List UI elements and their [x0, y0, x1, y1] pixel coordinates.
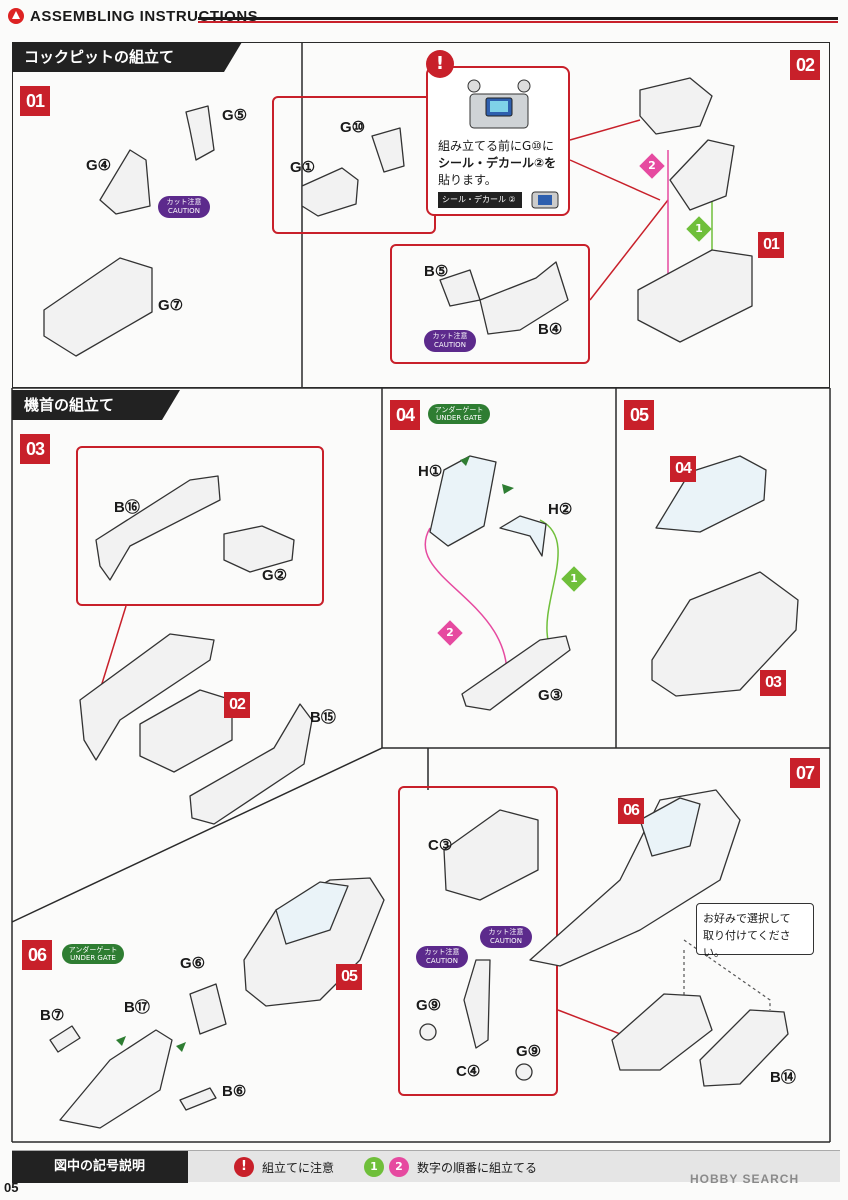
- caution-icon: !: [234, 1157, 254, 1177]
- brand-logo-icon: [8, 8, 24, 24]
- step-04: 04: [390, 400, 420, 430]
- cut-caution-badge: カット注意 CAUTION: [424, 330, 476, 352]
- sequence-marker-1: 1: [686, 216, 712, 242]
- part-g2: G②: [262, 567, 288, 584]
- part-g4: G④: [86, 157, 112, 174]
- caution-note: ! 組み立てる前にG⑩に シール・デカール②を 貼ります。 シール・デカール ②: [426, 50, 570, 216]
- order-one-icon: 1: [364, 1157, 384, 1177]
- under-gate-badge: アンダーゲート UNDER GATE: [62, 944, 124, 964]
- section-cockpit-label: コックピットの組立て: [12, 42, 242, 72]
- callout-pilot: [390, 244, 590, 364]
- under-gate-badge: アンダーゲート UNDER GATE: [428, 404, 490, 424]
- sequence-marker-2: 2: [639, 153, 665, 179]
- part-h2: H②: [548, 501, 573, 518]
- subassembly-04: 04: [670, 456, 696, 482]
- step-01: 01: [20, 86, 50, 116]
- caution-note-text: 組み立てる前にG⑩に シール・デカール②を 貼ります。: [438, 139, 557, 187]
- sticker-reference: シール・デカール ②: [438, 192, 522, 208]
- subassembly-01: 01: [758, 232, 784, 258]
- part-b5: B⑤: [424, 263, 449, 280]
- part-c3: C③: [428, 837, 453, 854]
- header-rule: [198, 17, 838, 20]
- part-b17: B⑰: [124, 999, 150, 1016]
- subassembly-05: 05: [336, 964, 362, 990]
- step-03: 03: [20, 434, 50, 464]
- part-b16: B⑯: [114, 499, 140, 516]
- part-b4: B④: [538, 321, 563, 338]
- part-b15: B⑮: [310, 709, 336, 726]
- sequence-marker-1: 1: [561, 566, 587, 592]
- part-g10: G⑩: [340, 119, 366, 136]
- cut-caution-badge: カット注意 CAUTION: [416, 946, 468, 968]
- legend-caution-text: 組立てに注意: [262, 1161, 335, 1175]
- legend-order-text: 数字の順番に組立てる: [417, 1161, 538, 1175]
- caution-icon: !: [426, 50, 454, 78]
- part-g7: G⑦: [158, 297, 184, 314]
- part-c4: C④: [456, 1063, 481, 1080]
- part-b7: B⑦: [40, 1007, 65, 1024]
- part-g6: G⑥: [180, 955, 206, 972]
- step-02: 02: [790, 50, 820, 80]
- optional-parts-bubble: お好みで選択して 取り付けてください。: [696, 903, 814, 959]
- page-header: ASSEMBLING INSTRUCTIONS: [0, 0, 848, 36]
- header-rule-accent: [198, 21, 838, 23]
- subassembly-02: 02: [224, 692, 250, 718]
- subassembly-06: 06: [618, 798, 644, 824]
- part-h1: H①: [418, 463, 443, 480]
- step-05: 05: [624, 400, 654, 430]
- order-two-icon: 2: [389, 1157, 409, 1177]
- step-07: 07: [790, 758, 820, 788]
- watermark: HOBBY SEARCH: [690, 1172, 800, 1186]
- part-g1: G①: [290, 159, 316, 176]
- part-g9-left: G⑨: [416, 997, 442, 1014]
- callout-step03: [76, 446, 324, 606]
- symbol-legend: 図中の記号説明 ! 組立てに注意 1 2 数字の順番に組立てる: [12, 1150, 840, 1183]
- part-g9-right: G⑨: [516, 1043, 542, 1060]
- part-g3: G③: [538, 687, 564, 704]
- subassembly-03: 03: [760, 670, 786, 696]
- instrument-panel-icon: [467, 79, 531, 129]
- part-g5: G⑤: [222, 107, 248, 124]
- cut-caution-badge: カット注意 CAUTION: [480, 926, 532, 948]
- part-b6: B⑥: [222, 1083, 247, 1100]
- page-number: 05: [4, 1180, 19, 1195]
- cut-caution-badge: カット注意 CAUTION: [158, 196, 210, 218]
- part-b14: B⑭: [770, 1069, 796, 1086]
- sticker-icon: [531, 191, 559, 209]
- page-title: ASSEMBLING INSTRUCTIONS: [30, 8, 259, 25]
- legend-label: 図中の記号説明: [12, 1151, 188, 1183]
- step-06: 06: [22, 940, 52, 970]
- section-nose-label: 機首の組立て: [12, 390, 180, 420]
- sequence-marker-2: 2: [437, 620, 463, 646]
